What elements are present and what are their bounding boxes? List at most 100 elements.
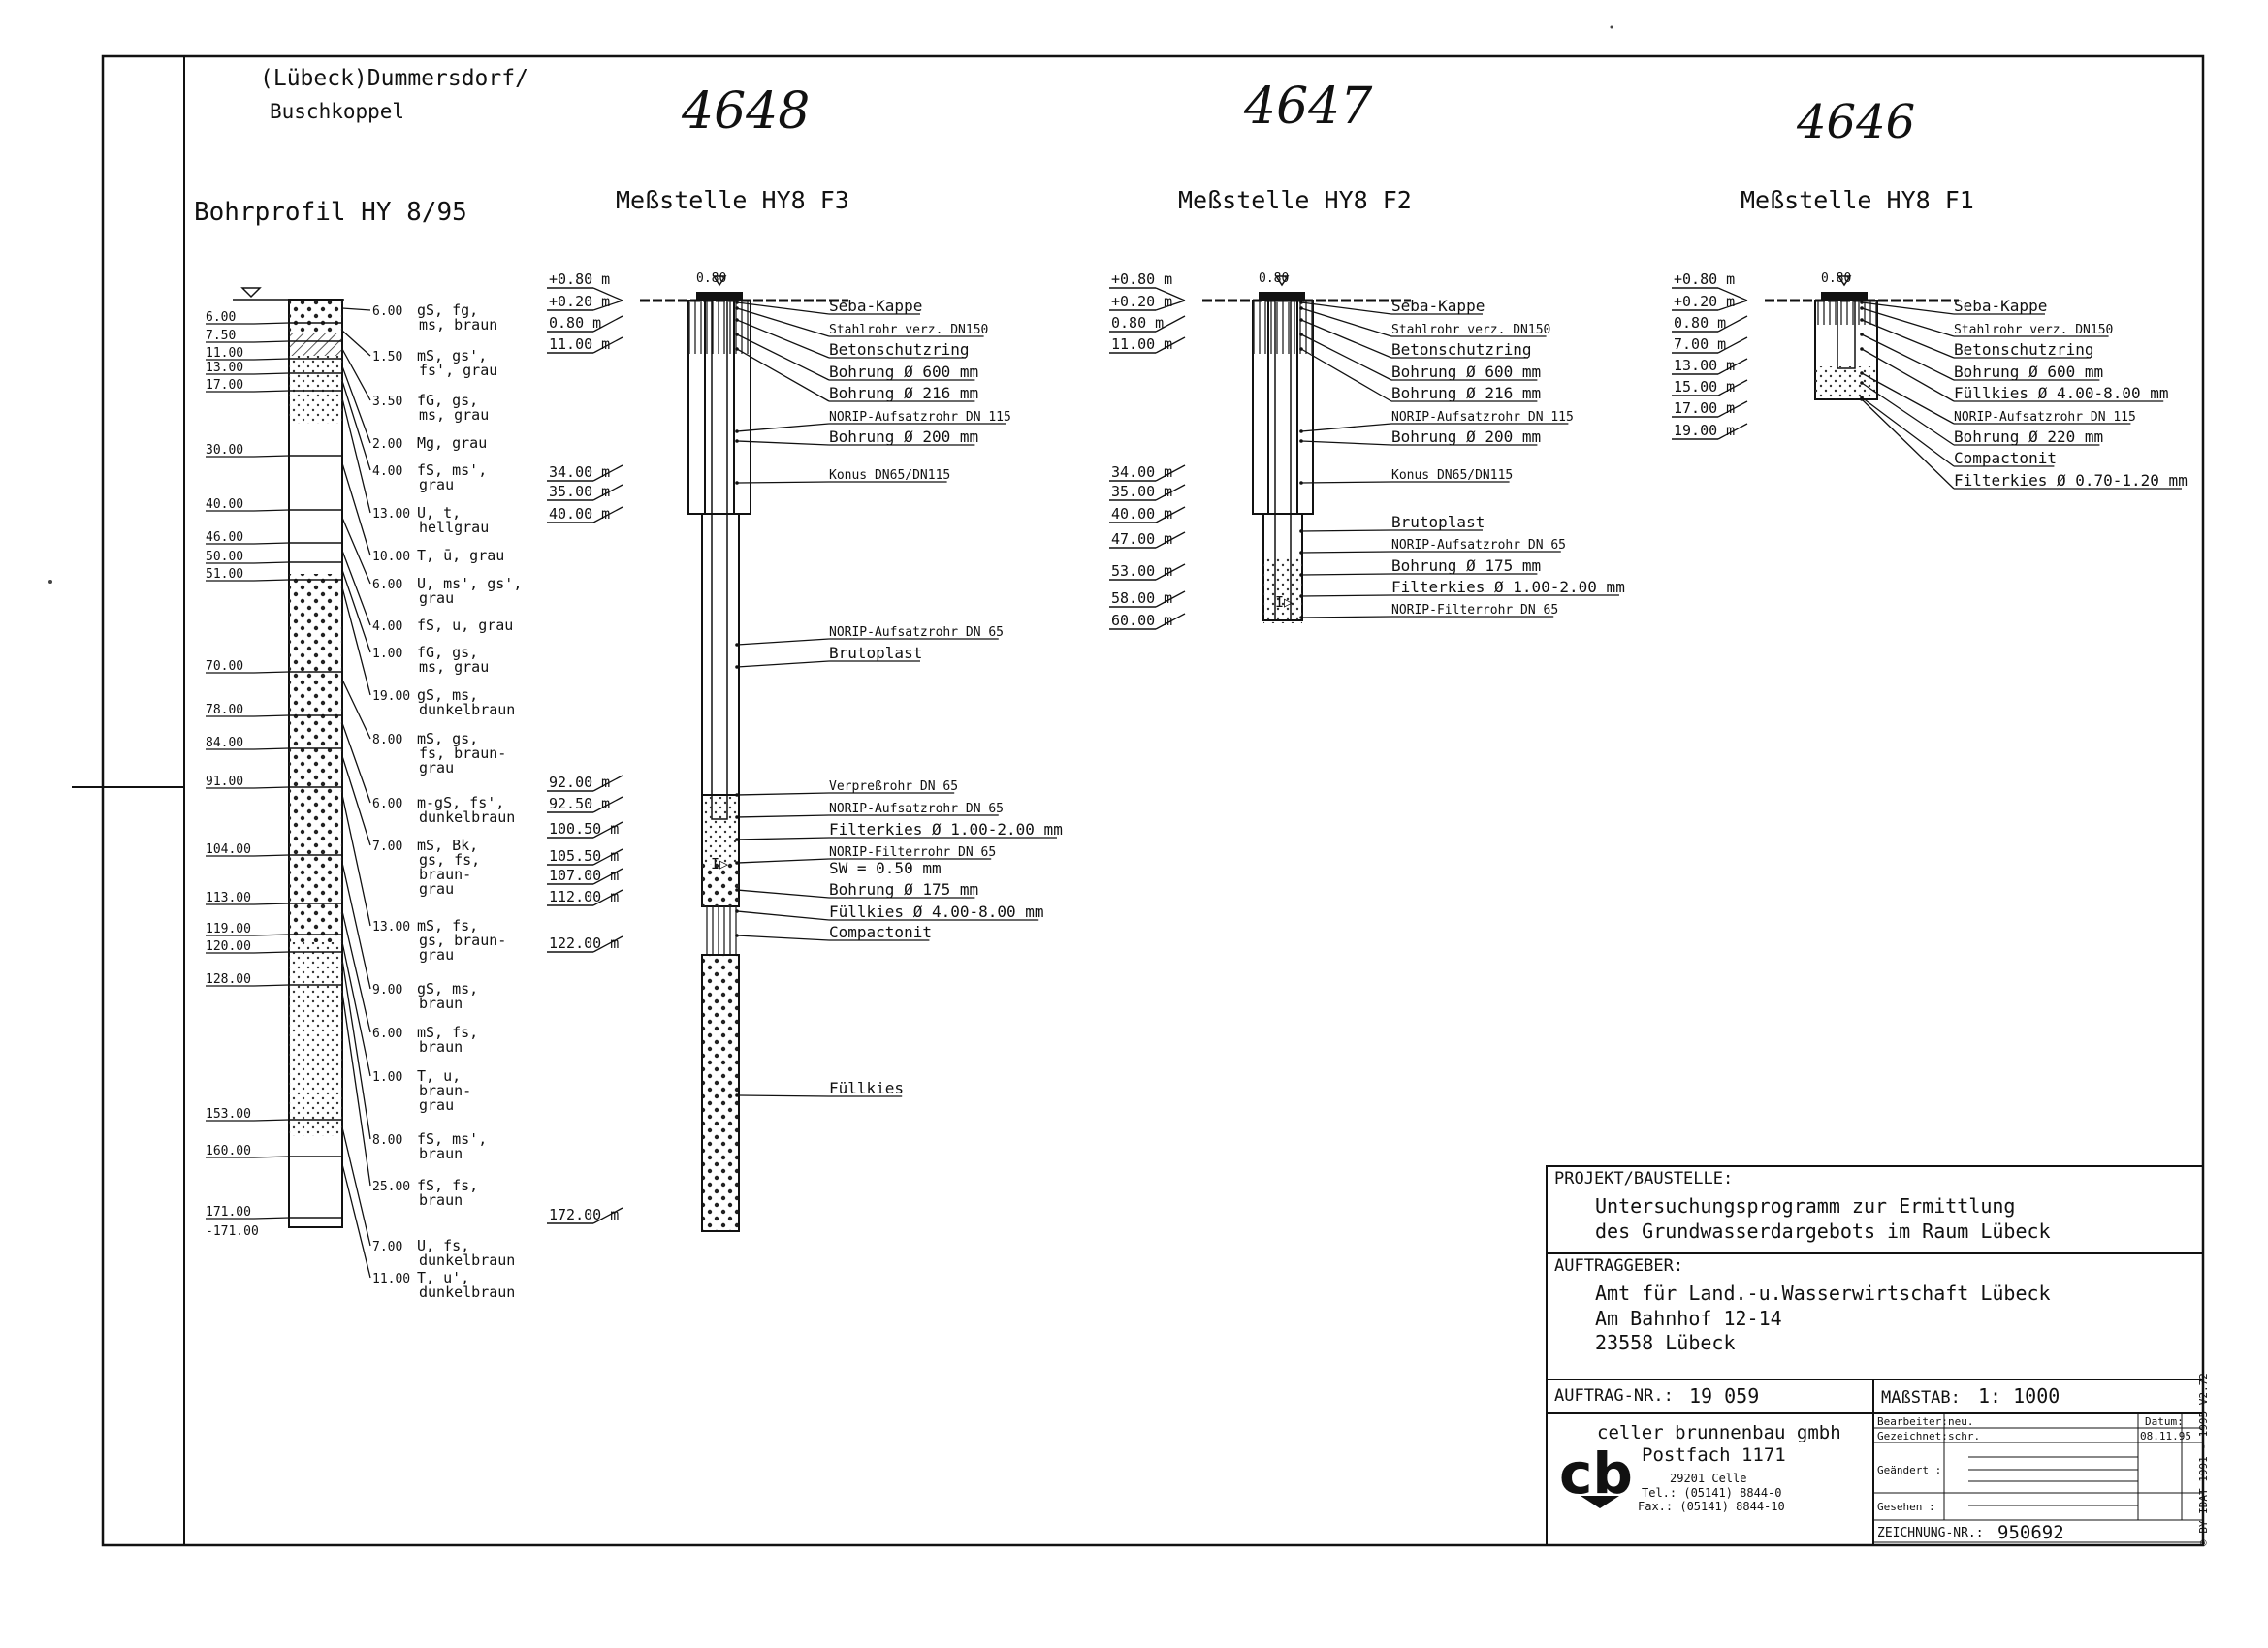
profile-depth-label: 70.00	[206, 659, 243, 674]
svg-text:I▷: I▷	[711, 855, 728, 872]
depth-mark: 35.00 m	[549, 483, 610, 500]
location-line1: (Lübeck)Dummersdorf/	[260, 66, 528, 91]
well-label: Seba-Kappe	[735, 297, 922, 315]
company-name: celler brunnenbau gmbh	[1597, 1422, 1841, 1443]
well-label: Konus DN65/DN115	[1299, 468, 1513, 485]
well-title-f3: Meßstelle HY8 F3	[616, 186, 849, 214]
well-label: Seba-Kappe	[1299, 297, 1485, 315]
massstab-value: 1: 1000	[1978, 1384, 2060, 1408]
layer-description: fs', grau	[419, 362, 497, 379]
gezeichnet-label: Gezeichnet:	[1877, 1430, 1948, 1442]
well-label: Brutoplast	[735, 644, 922, 669]
profile-depth-label: 17.00	[206, 378, 243, 393]
layer-description: ms, braun	[419, 316, 497, 333]
auftraggeber-line2: Am Bahnhof 12-14	[1595, 1307, 1782, 1330]
well-f3: 0.80 I▷	[640, 271, 848, 1232]
logo-arrow-icon	[1581, 1496, 1619, 1508]
profile-depth-label: 13.00	[206, 361, 243, 375]
title-block-frame	[1546, 1165, 2204, 1546]
well-label-text: Konus DN65/DN115	[829, 468, 950, 483]
company-postfach: Postfach 1171	[1642, 1444, 1786, 1466]
layer-description: fS, ms',	[417, 461, 487, 479]
profile-depth-label: 51.00	[206, 567, 243, 582]
layer-description: mS, fs,	[417, 917, 478, 935]
well-title-f1: Meßstelle HY8 F1	[1741, 186, 1974, 214]
profile-column	[233, 287, 344, 1228]
well-label-text: Bohrung Ø 600 mm	[829, 363, 978, 381]
layer-thickness: 7.00	[372, 840, 402, 854]
well-label-text: Füllkies	[829, 1079, 904, 1097]
depth-mark: 35.00 m	[1111, 483, 1172, 500]
well-label-text: Compactonit	[829, 923, 932, 941]
depth-mark: 112.00 m	[549, 888, 619, 905]
well-label-text: Seba-Kappe	[829, 297, 922, 315]
auftraggeber-line1: Amt für Land.-u.Wasserwirtschaft Lübeck	[1595, 1282, 2051, 1305]
profile-depth-label: 120.00	[206, 939, 251, 954]
zeichnung-label: ZEICHNUNG-NR.:	[1877, 1526, 1984, 1540]
profile-depth-label: 160.00	[206, 1144, 251, 1158]
depth-mark: 34.00 m	[549, 463, 610, 481]
layer-description: gs, braun-	[419, 932, 506, 949]
layer-description: braun	[419, 1038, 463, 1056]
profile-depth-label: 84.00	[206, 736, 243, 750]
profile-depth-label: 171.00	[206, 1205, 251, 1220]
location-line2: Buschkoppel	[270, 100, 404, 123]
well-label-text: NORIP-Aufsatzrohr DN 115	[829, 410, 1011, 425]
well-label: Filterkies Ø 1.00-2.00 mm	[735, 820, 1063, 841]
depth-mark: 17.00 m	[1674, 399, 1735, 417]
depth-mark: 58.00 m	[1111, 589, 1172, 607]
depth-mark: 7.00 m	[1674, 335, 1726, 353]
projekt-line2: des Grundwasserdargebots im Raum Lübeck	[1595, 1220, 2051, 1243]
well-label-text: Filterkies Ø 0.70-1.20 mm	[1954, 471, 2188, 490]
layer-description: m-gS, fs',	[417, 794, 504, 811]
well-label-text: Filterkies Ø 1.00-2.00 mm	[1391, 578, 1625, 596]
layer-description: gs, fs,	[419, 851, 480, 869]
well-label: Brutoplast	[1299, 513, 1485, 533]
layer-description: U, t,	[417, 504, 461, 522]
depth-mark: 107.00 m	[549, 867, 619, 884]
layer-description: braun	[419, 1145, 463, 1162]
profile-depth-label: 153.00	[206, 1107, 251, 1122]
logo-lettering: cb	[1559, 1441, 1633, 1506]
profile-depth-label: 78.00	[206, 703, 243, 717]
layer-thickness: 1.50	[372, 350, 402, 364]
depth-mark: 13.00 m	[1674, 357, 1735, 374]
top-marker-icon	[712, 275, 727, 287]
depth-mark: 40.00 m	[549, 505, 610, 523]
depth-mark: 92.50 m	[549, 795, 610, 812]
geaendert-label: Geändert :	[1877, 1464, 1942, 1476]
well-label: Stahlrohr verz. DN150	[1860, 306, 2113, 337]
well-label-text: Verpreßrohr DN 65	[829, 779, 958, 794]
well-label-text: NORIP-Filterrohr DN 65	[1391, 603, 1558, 618]
well-label-text: Betonschutzring	[1391, 340, 1532, 359]
profile-depth-label: 104.00	[206, 842, 251, 857]
layer-thickness: 13.00	[372, 507, 410, 522]
well-label: Betonschutzring	[1860, 318, 2094, 359]
well-label-text: Compactonit	[1954, 449, 2057, 467]
depth-mark: 0.80 m	[549, 314, 601, 332]
company-fax: Fax.: (05141) 8844-10	[1638, 1500, 1785, 1513]
well-label-text: Bohrung Ø 600 mm	[1391, 363, 1541, 381]
well-label: Bohrung Ø 216 mm	[735, 347, 978, 402]
layer-description: grau	[419, 946, 454, 964]
depth-mark: 47.00 m	[1111, 530, 1172, 548]
layer-description: grau	[419, 1096, 454, 1114]
auftrag-label: AUFTRAG-NR.:	[1554, 1386, 1674, 1406]
profile-depth-label: 50.00	[206, 550, 243, 564]
well-label: Füllkies	[735, 1079, 904, 1097]
well-label: Filterkies Ø 1.00-2.00 mm	[1299, 578, 1625, 598]
profile-depth-label: -171.00	[206, 1224, 259, 1239]
well-label: Füllkies Ø 4.00-8.00 mm	[1860, 347, 2169, 402]
layer-thickness: 4.00	[372, 619, 402, 634]
top-marker-label: 0.80	[696, 271, 726, 286]
depth-mark: 172.00 m	[549, 1206, 619, 1223]
layer-thickness: 7.00	[372, 1240, 402, 1254]
profile-depth-label: 7.50	[206, 329, 236, 343]
